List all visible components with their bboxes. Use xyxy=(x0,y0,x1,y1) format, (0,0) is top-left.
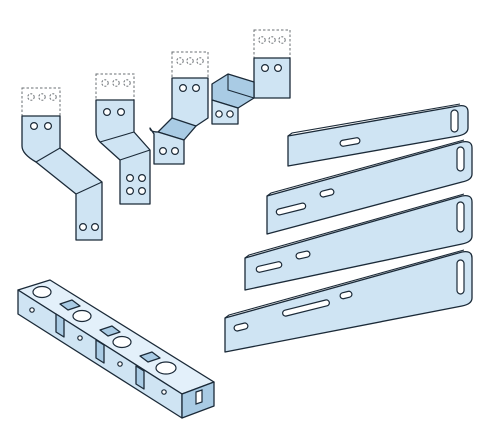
dashed-hole xyxy=(123,79,131,87)
bar-slot xyxy=(339,290,353,300)
mounting-hole xyxy=(138,187,147,196)
mounting-hole xyxy=(30,121,39,130)
connector-lower xyxy=(149,127,185,165)
block-hole xyxy=(77,335,83,341)
flat-bar-4 xyxy=(224,249,473,353)
dashed-extension xyxy=(171,51,209,79)
offset-connector-1 xyxy=(21,87,103,241)
dashed-hole xyxy=(49,93,57,101)
mounting-hole xyxy=(102,107,111,116)
bar-slot xyxy=(282,299,330,317)
fold-line xyxy=(75,181,103,195)
bar-body xyxy=(266,140,473,235)
bar-body xyxy=(287,104,469,167)
bar-slot xyxy=(450,109,459,133)
offset-connector-3 xyxy=(149,51,209,165)
bar-edge xyxy=(287,103,461,137)
block-hole xyxy=(29,307,35,313)
bar-slot xyxy=(275,202,307,216)
dashed-hole xyxy=(258,36,266,44)
dashed-extension xyxy=(95,73,135,101)
mounting-hole xyxy=(226,110,234,118)
connector-body xyxy=(21,115,103,241)
fold-line xyxy=(227,74,255,99)
dashed-hole xyxy=(268,36,276,44)
connector-upper xyxy=(253,57,291,99)
offset-connector-4 xyxy=(211,29,291,125)
dashed-hole xyxy=(27,93,35,101)
bar-edge xyxy=(224,249,465,319)
bar-slot xyxy=(456,259,465,295)
mounting-hole xyxy=(125,187,134,196)
mounting-hole xyxy=(90,223,99,232)
dashed-hole xyxy=(196,57,204,65)
block-recess xyxy=(72,309,92,323)
fold-line xyxy=(119,149,151,161)
dashed-hole xyxy=(186,57,194,65)
block-recess xyxy=(32,285,52,299)
block-notch xyxy=(99,325,121,337)
mounting-hole xyxy=(171,147,180,156)
block-notch xyxy=(59,299,81,311)
offset-connector-2 xyxy=(95,73,151,205)
block-hole xyxy=(117,361,123,367)
block-hole xyxy=(161,389,167,395)
block-notch xyxy=(55,313,65,338)
mounting-hole xyxy=(179,83,188,92)
mounting-hole xyxy=(78,223,87,232)
block-notch xyxy=(95,339,105,364)
bar-slot xyxy=(456,201,465,233)
mounting-hole xyxy=(125,174,134,183)
flat-bar-2 xyxy=(266,139,473,235)
block-end-slot xyxy=(195,389,203,405)
bar-slot xyxy=(295,250,311,260)
dashed-hole xyxy=(112,79,120,87)
flat-bar-1 xyxy=(287,103,469,167)
busbar-support-block xyxy=(17,279,215,419)
bar-slot xyxy=(233,322,249,332)
dashed-hole xyxy=(278,36,286,44)
mounting-hole xyxy=(261,63,270,72)
mounting-hole xyxy=(43,121,52,130)
dashed-extension xyxy=(253,29,291,59)
bar-slot xyxy=(319,188,335,198)
block-notch xyxy=(139,351,161,363)
dashed-hole xyxy=(176,57,184,65)
mounting-hole xyxy=(274,63,283,72)
mounting-hole xyxy=(138,174,147,183)
flat-bar-3 xyxy=(244,193,473,291)
bar-edge xyxy=(266,139,465,197)
mounting-hole xyxy=(215,110,223,118)
connector-lower xyxy=(211,99,239,125)
block-recess xyxy=(155,361,177,375)
mounting-hole xyxy=(116,107,125,116)
connector-upper xyxy=(171,77,209,127)
dashed-hole xyxy=(101,79,109,87)
mounting-hole xyxy=(192,83,201,92)
bar-body xyxy=(224,250,473,353)
bar-body xyxy=(244,194,473,291)
fold-line xyxy=(99,131,135,143)
bar-slot xyxy=(255,261,283,273)
dashed-extension xyxy=(21,87,61,117)
block-recess xyxy=(112,335,132,349)
bar-slot xyxy=(339,137,361,147)
fold-line xyxy=(35,147,61,163)
block-notch xyxy=(135,365,145,390)
mounting-hole xyxy=(159,147,168,156)
bar-slot xyxy=(456,146,465,172)
dashed-hole xyxy=(38,93,46,101)
bar-edge xyxy=(244,193,465,259)
